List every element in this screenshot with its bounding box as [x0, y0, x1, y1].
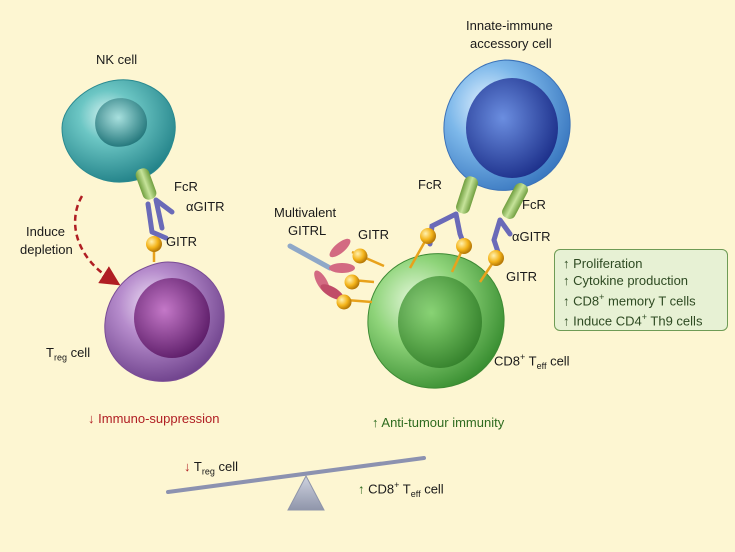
effect-cytokine: ↑ Cytokine production: [563, 273, 689, 288]
nk-cell: [61, 79, 176, 183]
gitr-center-label: GITR: [358, 227, 390, 242]
balance-cd8-label: ↑ CD8+ Teff cell: [358, 480, 444, 499]
fcr-right2-label: FcR: [522, 197, 546, 212]
right-antibody-complexes: [408, 176, 528, 283]
balance-scale: [166, 456, 426, 511]
innate-cell-label-line1: Innate-immune: [466, 18, 553, 33]
fcr-right1-label: FcR: [418, 177, 442, 192]
innate-cell-label-line2: accessory cell: [470, 36, 552, 51]
cd8-teff-cell: [367, 253, 505, 389]
effects-box: ↑ Proliferation ↑ Cytokine production ↑ …: [554, 249, 728, 331]
nk-cell-label: NK cell: [96, 52, 138, 67]
treg-cell-label: Treg cell: [46, 345, 91, 363]
multivalent-label-line1: Multivalent: [274, 205, 337, 220]
gitr-ball: [146, 236, 162, 252]
cd8-teff-cell-label: CD8+ Teff cell: [494, 352, 570, 371]
multivalent-gitrl: [287, 238, 385, 310]
agitr-right-label: αGITR: [512, 229, 551, 244]
induce-label-line1: Induce: [26, 224, 66, 239]
induce-label-line2: depletion: [20, 242, 73, 257]
effect-cd8-memory: ↑ CD8+ memory T cells: [563, 292, 696, 309]
immunosuppression-outcome: ↓ Immuno-suppression: [88, 411, 220, 426]
multivalent-label-line2: GITRL: [288, 223, 327, 238]
agitr-left-label: αGITR: [186, 199, 225, 214]
antitumour-outcome: ↑ Anti-tumour immunity: [372, 415, 505, 430]
treg-cell: [104, 261, 225, 382]
effect-th9: ↑ Induce CD4+ Th9 cells: [563, 312, 703, 329]
effect-proliferation: ↑ Proliferation: [563, 256, 643, 271]
gitr-right-label: GITR: [506, 269, 538, 284]
gitr-left-label: GITR: [166, 234, 198, 249]
fcr-left-label: FcR: [174, 179, 198, 194]
innate-accessory-cell: [443, 59, 571, 191]
depletion-arrow: [73, 195, 121, 286]
balance-treg-label: ↓ Treg cell: [184, 459, 238, 477]
left-antibody-complex: [135, 168, 175, 262]
